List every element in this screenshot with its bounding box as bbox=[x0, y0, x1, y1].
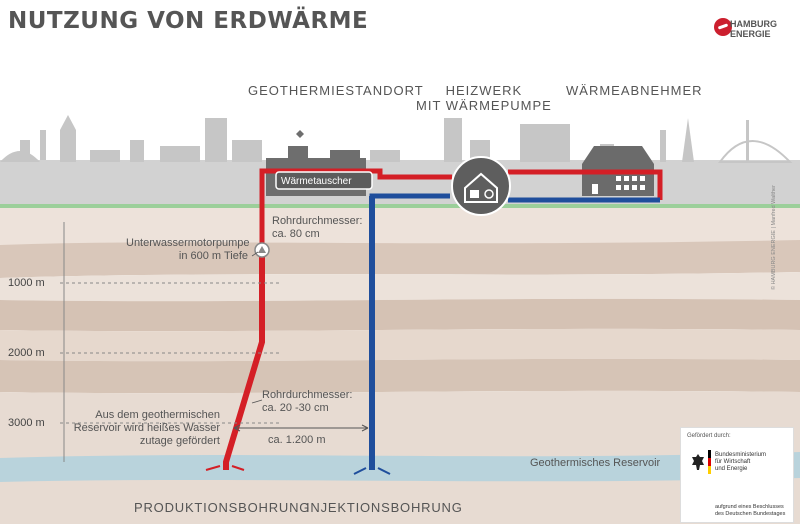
injection-well-label: INJEKTIONSBOHRUNG bbox=[306, 500, 463, 515]
flag-stripe-black bbox=[708, 450, 711, 458]
site-label-abnehmer: WÄRMEABNEHMER bbox=[566, 83, 703, 98]
depth-label-3000: 3000 m bbox=[8, 417, 45, 429]
ground-layer-4 bbox=[0, 298, 800, 332]
customer-building bbox=[582, 146, 654, 196]
federal-eagle-icon bbox=[692, 454, 704, 470]
geothermal-reservoir bbox=[0, 452, 800, 482]
ground-layer-2 bbox=[0, 240, 800, 278]
city-skyline bbox=[0, 115, 793, 163]
company-logo-text: HAMBURG ENERGIE bbox=[730, 19, 777, 39]
depth-label-1000: 1000 m bbox=[8, 277, 45, 289]
pipe-diameter-note-lower: Rohrdurchmesser: ca. 20 -30 cm bbox=[262, 389, 352, 415]
ministry-line-3: und Energie bbox=[715, 466, 748, 472]
german-flag-icon bbox=[708, 450, 711, 474]
footer-line-2: des Deutschen Bundestages bbox=[715, 510, 786, 517]
ministry-line-1: Bundesministerium bbox=[715, 452, 767, 458]
grass-line bbox=[0, 203, 800, 208]
ground-layer-6 bbox=[0, 358, 800, 394]
flag-stripe-gold bbox=[708, 466, 711, 474]
rohr1-line-1: Rohrdurchmesser: bbox=[272, 215, 363, 227]
funding-footer: aufgrund eines Beschlusses des Deutschen… bbox=[715, 504, 785, 517]
site-label-geothermie: GEOTHERMIESTANDORT bbox=[248, 83, 424, 98]
reservoir-note-line-1: Aus dem geothermischen bbox=[95, 409, 220, 421]
heat-exchanger-box bbox=[275, 171, 373, 190]
hamburg-energie-logo-icon bbox=[714, 18, 732, 36]
page-title: NUTZUNG VON ERDWÄRME bbox=[8, 8, 369, 34]
pump-line-1: Unterwassermotorpumpe bbox=[126, 237, 250, 249]
depth-ticks bbox=[60, 282, 280, 424]
pipe-diameter-note-upper: Rohrdurchmesser: ca. 80 cm bbox=[272, 215, 362, 241]
production-well-pipe bbox=[223, 252, 265, 470]
distance-marker bbox=[233, 424, 369, 432]
heat-exchanger-label: Wärmetauscher bbox=[281, 176, 352, 187]
pump-note: Unterwassermotorpumpe in 600 m Tiefe bbox=[126, 237, 250, 263]
reservoir-label: Geothermisches Reservoir bbox=[530, 457, 661, 469]
distance-label: ca. 1.200 m bbox=[268, 434, 326, 446]
footer-line-1: aufgrund eines Beschlusses bbox=[715, 504, 784, 510]
funding-box: Gefördert durch: Bundesministerium für W… bbox=[680, 427, 794, 523]
ground-layer-3 bbox=[0, 272, 800, 302]
ministry-line-2: für Wirtschaft bbox=[715, 459, 751, 465]
ministry-name: Bundesministerium für Wirtschaft und Ene… bbox=[715, 452, 766, 473]
reservoir-production-note: Aus dem geothermischen Reservoir wird he… bbox=[62, 409, 220, 448]
reservoir-note-line-2: Reservoir wird heißes Wasser bbox=[73, 422, 220, 434]
pump-icon bbox=[254, 242, 270, 258]
pump-line-2: in 600 m Tiefe bbox=[178, 250, 248, 262]
reservoir-note-line-3: zutage gefördert bbox=[139, 435, 220, 447]
heizwerk-line-2: MIT WÄRMEPUMPE bbox=[416, 98, 552, 113]
hot-surface-pipe bbox=[259, 168, 663, 252]
funding-header: Gefördert durch: bbox=[687, 433, 731, 439]
depth-label-2000: 2000 m bbox=[8, 347, 45, 359]
image-credit: © HAMBURG ENERGIE | Manfred Walther bbox=[771, 185, 777, 290]
production-well-label: PRODUKTIONSBOHRUNG bbox=[134, 500, 311, 515]
rohr1-line-2: ca. 80 cm bbox=[272, 228, 320, 240]
flag-stripe-red bbox=[708, 458, 711, 466]
site-label-heizwerk: HEIZWERK MIT WÄRMEPUMPE bbox=[416, 83, 552, 113]
rohr2-line-1: Rohrdurchmesser: bbox=[262, 389, 353, 401]
logo-line-1: HAMBURG bbox=[730, 19, 777, 29]
label-pointers bbox=[251, 251, 263, 404]
reservoir-flow-arrows bbox=[205, 465, 391, 475]
rohr2-line-2: ca. 20 -30 cm bbox=[262, 402, 329, 414]
logo-line-2: ENERGIE bbox=[730, 29, 771, 39]
ground-layer-5 bbox=[0, 328, 800, 362]
ground-layer-1 bbox=[0, 207, 800, 247]
heizwerk-line-1: HEIZWERK bbox=[445, 83, 523, 98]
heat-pump-plant-icon bbox=[451, 156, 511, 216]
